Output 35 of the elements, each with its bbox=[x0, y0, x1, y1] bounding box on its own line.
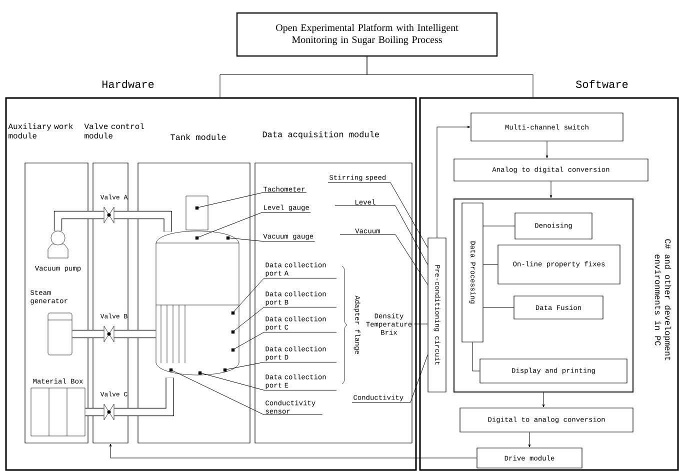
connector-line bbox=[366, 56, 534, 98]
leader-line bbox=[340, 234, 428, 285]
leader-line bbox=[170, 370, 323, 416]
arrow bbox=[109, 444, 477, 458]
connector-line bbox=[483, 307, 514, 308]
leader-line bbox=[224, 362, 337, 370]
node-label: Tank module bbox=[170, 134, 226, 140]
leader-line bbox=[228, 238, 316, 242]
leader-line bbox=[200, 372, 337, 390]
arrow bbox=[436, 126, 470, 238]
leader-line bbox=[196, 212, 311, 238]
pipe bbox=[72, 330, 104, 338]
pipe bbox=[114, 210, 172, 232]
node-label: Data acquisition module bbox=[262, 131, 379, 139]
pipe bbox=[114, 378, 174, 416]
arrow bbox=[546, 141, 548, 158]
node-label: Software bbox=[576, 80, 628, 88]
connector-line bbox=[472, 342, 480, 372]
title-box: Open Experimental Platform with Intelligent Monitoring in Sugar Boiling Process bbox=[236, 12, 498, 57]
node-label: Hardware bbox=[102, 80, 154, 88]
node-label: Auxiliary work module bbox=[8, 123, 73, 139]
pipe bbox=[114, 330, 156, 338]
leader-line bbox=[232, 278, 337, 314]
pipe bbox=[54, 210, 104, 231]
leader-line bbox=[334, 206, 428, 265]
tank-drawing bbox=[156, 196, 240, 376]
connector-line bbox=[483, 264, 498, 265]
rotated-caption: C# and other development environments in PC bbox=[654, 239, 672, 360]
arrow bbox=[550, 181, 552, 198]
leader-line bbox=[232, 332, 337, 350]
pipe bbox=[85, 408, 104, 416]
leader-line bbox=[232, 306, 337, 332]
arrow bbox=[542, 392, 545, 408]
leader-line bbox=[328, 182, 428, 248]
arrow bbox=[528, 432, 531, 448]
